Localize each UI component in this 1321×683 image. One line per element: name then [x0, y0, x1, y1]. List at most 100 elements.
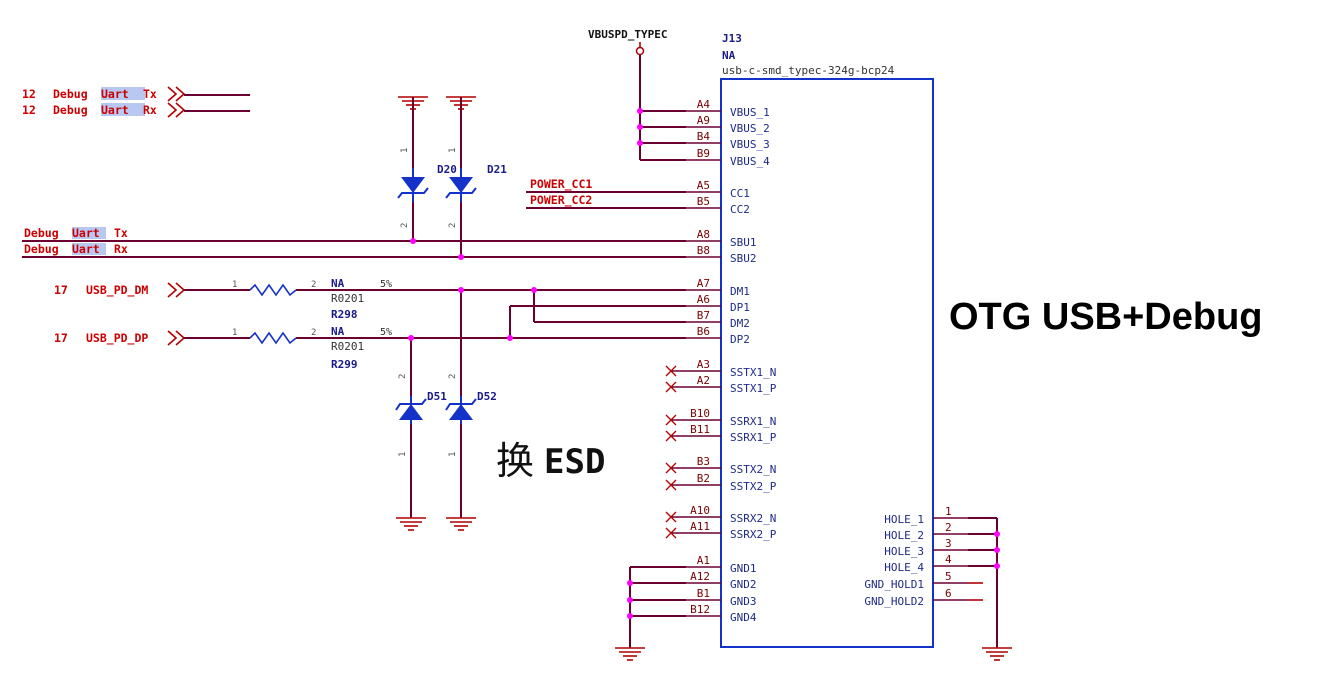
no-connect-icon [665, 381, 677, 393]
no-connect-icon [665, 479, 677, 491]
pin-name: VBUS_2 [730, 122, 770, 135]
pin-name: SSRX2_N [730, 512, 776, 525]
pin-name: CC2 [730, 203, 750, 216]
ground-symbol [615, 647, 645, 661]
pin-name: VBUS_3 [730, 138, 770, 151]
pin-number: B4 [697, 130, 711, 143]
pin-number: A3 [697, 358, 710, 371]
connector-right-pins: 1HOLE_12HOLE_23HOLE_34HOLE_45GND_HOLD16G… [864, 505, 968, 608]
d20-ref: D20 [437, 163, 457, 176]
pin-number: B3 [697, 455, 710, 468]
pin-name: GND_HOLD1 [864, 578, 924, 591]
net-usb-pd-dp[interactable]: 17 USB_PD_DP [54, 330, 250, 346]
net-tx-b: Uart [72, 226, 100, 240]
offpage-dm-chevron-icon [167, 282, 186, 298]
connector-j13[interactable]: J13 NA usb-c-smd_typec-324g-bcp24 A4VBUS… [686, 32, 968, 648]
offpage-debug-uart-tx[interactable]: 12 Debug Uart Tx [22, 86, 250, 102]
pin-name: DP1 [730, 301, 750, 314]
r298-pin1: 1 [232, 280, 237, 290]
net-rx-b: Uart [72, 242, 100, 256]
junction-dot [994, 547, 1000, 553]
connector-body [720, 78, 934, 648]
pin-name: GND1 [730, 562, 757, 575]
offpage-dp-chevron-icon [167, 330, 186, 346]
pin-name: HOLE_4 [884, 561, 924, 574]
pin-number: A1 [697, 554, 710, 567]
pin-number: A12 [690, 570, 710, 583]
net-cc1-label: POWER_CC1 [530, 177, 592, 192]
offpage-debug-uart-rx[interactable]: 12 Debug Uart Rx [22, 102, 250, 118]
pin-number: B10 [690, 407, 710, 420]
pin-number: 2 [945, 521, 952, 534]
pin-number: A8 [697, 228, 710, 241]
net-power-cc2[interactable]: POWER_CC2 [526, 193, 686, 209]
ground-symbol [396, 517, 426, 531]
connector-ref: J13 [722, 32, 742, 45]
pin-name: SBU1 [730, 236, 757, 249]
pin-number: A10 [690, 504, 710, 517]
d52-pin-bottom: 1 [448, 452, 458, 457]
net-debug-uart-rx[interactable]: Debug Uart Rx [22, 242, 686, 258]
junction-dot [627, 613, 633, 619]
net-tx-a: Debug [24, 226, 59, 240]
junction-dot [637, 124, 643, 130]
pin-number: B5 [697, 195, 710, 208]
resistor-r298[interactable]: 1 2 NA 5% R0201 R298 [232, 277, 686, 321]
resistor-icon [249, 331, 297, 345]
r298-pin2: 2 [311, 280, 316, 290]
dp-name: USB_PD_DP [86, 331, 148, 346]
connector-value: NA [722, 49, 736, 62]
junction-dot [408, 335, 414, 341]
diode-d52[interactable]: 2 1 D52 [445, 287, 497, 518]
offpage-tx-name-c: Tx [143, 87, 157, 101]
dp-sheet: 17 [54, 331, 68, 345]
r299-ref: R299 [331, 358, 358, 371]
no-connect-icon [665, 511, 677, 523]
no-connect-icon [665, 462, 677, 474]
pin-name: SSTX1_P [730, 382, 777, 395]
offpage-rx-name-c: Rx [143, 103, 157, 117]
pin-number: A5 [697, 179, 710, 192]
d20-pin-bottom: 2 [400, 223, 410, 228]
net-debug-uart-tx[interactable]: Debug Uart Tx [22, 226, 686, 242]
pin-name: GND4 [730, 611, 757, 624]
resistor-icon [249, 283, 297, 297]
pin-name: SSRX1_P [730, 431, 777, 444]
resistor-r299[interactable]: 1 2 NA 5% R0201 R299 [232, 325, 686, 371]
connector-footprint: usb-c-smd_typec-324g-bcp24 [722, 64, 895, 77]
junction-dot [994, 531, 1000, 537]
junction-dot [627, 580, 633, 586]
ground-symbol [982, 647, 1012, 661]
pin-name: DM2 [730, 317, 750, 330]
pin-name: HOLE_3 [884, 545, 924, 558]
pin-number: B9 [697, 147, 710, 160]
pin-name: DM1 [730, 285, 750, 298]
pin-name: GND2 [730, 578, 757, 591]
d52-pin-top: 2 [448, 374, 458, 379]
net-tx-c: Tx [114, 226, 128, 240]
pin-number: 3 [945, 537, 952, 550]
diode-d20[interactable]: 1 2 D20 [397, 97, 457, 244]
diode-d21[interactable]: 1 2 D21 [445, 97, 507, 260]
esd-note-cjk: 换 [496, 439, 534, 483]
net-power-cc1[interactable]: POWER_CC1 [526, 177, 686, 193]
r298-footprint: R0201 [331, 292, 364, 305]
net-usb-pd-dm[interactable]: 17 USB_PD_DM [54, 282, 250, 298]
junction-dot [458, 254, 464, 260]
diode-d51[interactable]: 2 1 D51 [395, 335, 447, 518]
pin-name: VBUS_1 [730, 106, 770, 119]
junction-dot [458, 287, 464, 293]
junction-dot [637, 140, 643, 146]
connector-left-pins: A4VBUS_1A9VBUS_2B4VBUS_3B9VBUS_4A5CC1B5C… [686, 98, 777, 624]
pin-name: SSTX2_N [730, 463, 776, 476]
power-port-vbuspd-typec[interactable]: VBUSPD_TYPEC [588, 28, 667, 160]
junction-dot [507, 335, 513, 341]
dm-name: USB_PD_DM [86, 283, 148, 298]
pin-number: 4 [945, 553, 952, 566]
pin-name: SBU2 [730, 252, 757, 265]
d20-pin-top: 1 [400, 148, 410, 153]
power-net-label: VBUSPD_TYPEC [588, 28, 667, 41]
pin-name: DP2 [730, 333, 750, 346]
r298-value: NA [331, 277, 345, 290]
r298-ref: R298 [331, 308, 358, 321]
